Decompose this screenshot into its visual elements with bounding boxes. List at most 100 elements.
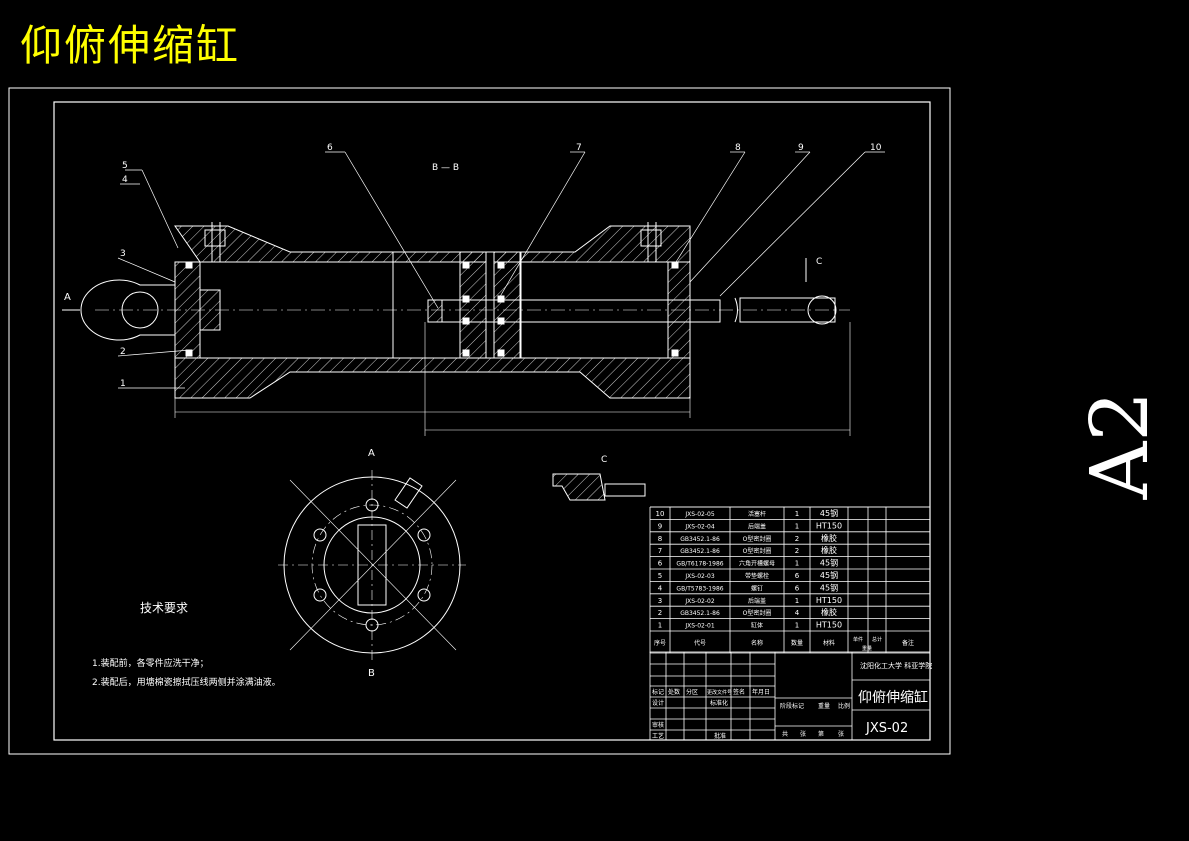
org-name: 沈阳化工大学 科亚学院: [860, 661, 932, 670]
bom-row-name: 活塞杆: [748, 510, 766, 518]
drawing-title: 仰俯伸缩缸: [20, 21, 241, 70]
bom-header-no: 序号: [654, 639, 666, 647]
bom-header-code: 代号: [694, 639, 706, 647]
callout-6: 6: [327, 143, 333, 153]
bom-row-material: 橡胶: [821, 533, 837, 543]
bom-row-qty: 4: [795, 609, 800, 617]
end-view-a: [278, 470, 466, 660]
tb-label-change: 更改文件号: [707, 689, 732, 696]
bom-row-qty: 1: [795, 560, 799, 568]
bom-row-qty: 1: [795, 597, 799, 605]
bom-header-qty: 数量: [791, 639, 803, 647]
bom-header-material: 材料: [823, 639, 835, 647]
tech-req-line-2: 2.装配后，用塘棉瓷擦拭压线两侧并涂满油液。: [92, 676, 281, 688]
bom-row-no: 4: [658, 584, 663, 592]
bom-row-name: 后端盖: [748, 597, 766, 605]
bom-row-no: 3: [658, 597, 662, 605]
drawing-number: JXS-02: [865, 721, 908, 736]
tb-row-process: 工艺: [652, 732, 664, 740]
view-b-label: B: [368, 668, 375, 679]
tb-label-sheet-2: 张: [838, 730, 844, 738]
bom-row-material: HT150: [816, 521, 842, 530]
bom-row-material: 橡胶: [821, 607, 837, 617]
bom-row-code: GB/T5783-1986: [676, 585, 723, 592]
bom-row-code: JXS-02-02: [684, 598, 714, 605]
callout-8: 8: [735, 143, 741, 153]
callout-1: 1: [120, 379, 126, 389]
bom-row-no: 7: [658, 547, 662, 555]
bom-row-no: 9: [658, 522, 662, 530]
tech-req-title: 技术要求: [140, 601, 188, 615]
bom-row-name: 六角开槽螺母: [739, 560, 775, 568]
tb-label-scale: 比例: [838, 702, 850, 710]
part-name: 仰俯伸缩缸: [858, 689, 928, 706]
bom-row-code: GB3452.1-86: [680, 610, 720, 617]
bom-header-remark: 备注: [902, 639, 914, 647]
tb-label-count: 处数: [668, 688, 680, 696]
bom-row-name: 缸体: [751, 622, 763, 630]
tb-label-zone: 分区: [686, 688, 698, 696]
view-a-arrow-label: A: [64, 292, 71, 303]
tb-label-stage: 阶段标记: [780, 702, 804, 710]
cylinder-section-view: [62, 222, 851, 436]
bom-row-no: 8: [658, 535, 662, 543]
tb-label-weight: 重量: [818, 702, 830, 710]
tb-label-date: 年月日: [752, 688, 770, 696]
bom-row-material: 45钢: [820, 570, 838, 580]
bom-row-material: 45钢: [820, 508, 838, 518]
tb-row-review: 审核: [652, 721, 664, 729]
bom-row-name: 后端盖: [748, 522, 766, 530]
bom-row-name: O型密封圈: [743, 609, 772, 617]
bom-header-name: 名称: [751, 639, 763, 647]
bom-row-code: GB/T6178-1986: [676, 561, 723, 568]
tb-label-sign: 签名: [733, 688, 745, 696]
tb-label-sheet: 张: [800, 730, 806, 738]
bom-row-no: 2: [658, 609, 662, 617]
view-c-arrow-label: C: [816, 257, 822, 267]
bom-row-qty: 6: [795, 584, 800, 592]
bom-row-material: 45钢: [820, 558, 838, 568]
bom-row-qty: 2: [795, 547, 799, 555]
bom-row-qty: 1: [795, 622, 799, 630]
bom-row-qty: 2: [795, 535, 799, 543]
bom-row-material: 橡胶: [821, 545, 837, 555]
bom-row-code: GB3452.1-86: [680, 536, 720, 543]
tb-label-approve: 批准: [714, 732, 726, 740]
bom-row-no: 10: [656, 510, 665, 518]
tb-label-standard: 标准化: [710, 699, 728, 707]
bom-table: [649, 506, 931, 654]
detail-c-label: C: [601, 455, 607, 465]
bom-row-name: O型密封圈: [743, 547, 772, 555]
title-block: [649, 651, 931, 741]
callout-7: 7: [576, 143, 582, 153]
tb-row-mark: 标记: [652, 688, 664, 696]
detail-view-c: [552, 473, 646, 501]
bom-row-code: GB3452.1-86: [680, 548, 720, 555]
tech-req-line-1: 1.装配前，各零件应洗干净；: [92, 657, 209, 669]
callout-10: 10: [870, 143, 882, 153]
bom-row-material: HT150: [816, 621, 842, 630]
bom-row-no: 1: [658, 622, 662, 630]
bom-row-code: JXS-02-01: [684, 623, 714, 630]
bom-row-no: 5: [658, 572, 662, 580]
bom-row-name: O型密封圈: [743, 535, 772, 543]
tb-label-total: 共: [782, 730, 788, 738]
bom-row-material: HT150: [816, 596, 842, 605]
section-label: B — B: [432, 163, 459, 173]
bom-row-name: 螺钉: [751, 584, 763, 592]
bom-row-code: JXS-02-03: [684, 573, 714, 580]
bom-row-code: JXS-02-05: [684, 511, 714, 518]
callout-5: 5: [122, 161, 128, 171]
bom-row-no: 6: [658, 560, 663, 568]
bom-row-qty: 1: [795, 510, 799, 518]
leader-lines: [117, 151, 885, 389]
bom-row-qty: 1: [795, 522, 799, 530]
bom-row-material: 45钢: [820, 582, 838, 592]
bom-header-total: 总计: [872, 636, 882, 643]
bom-row-code: JXS-02-04: [684, 523, 714, 530]
outer-border: [8, 87, 951, 755]
tb-label-no: 第: [818, 730, 824, 738]
inner-border: [53, 101, 931, 741]
